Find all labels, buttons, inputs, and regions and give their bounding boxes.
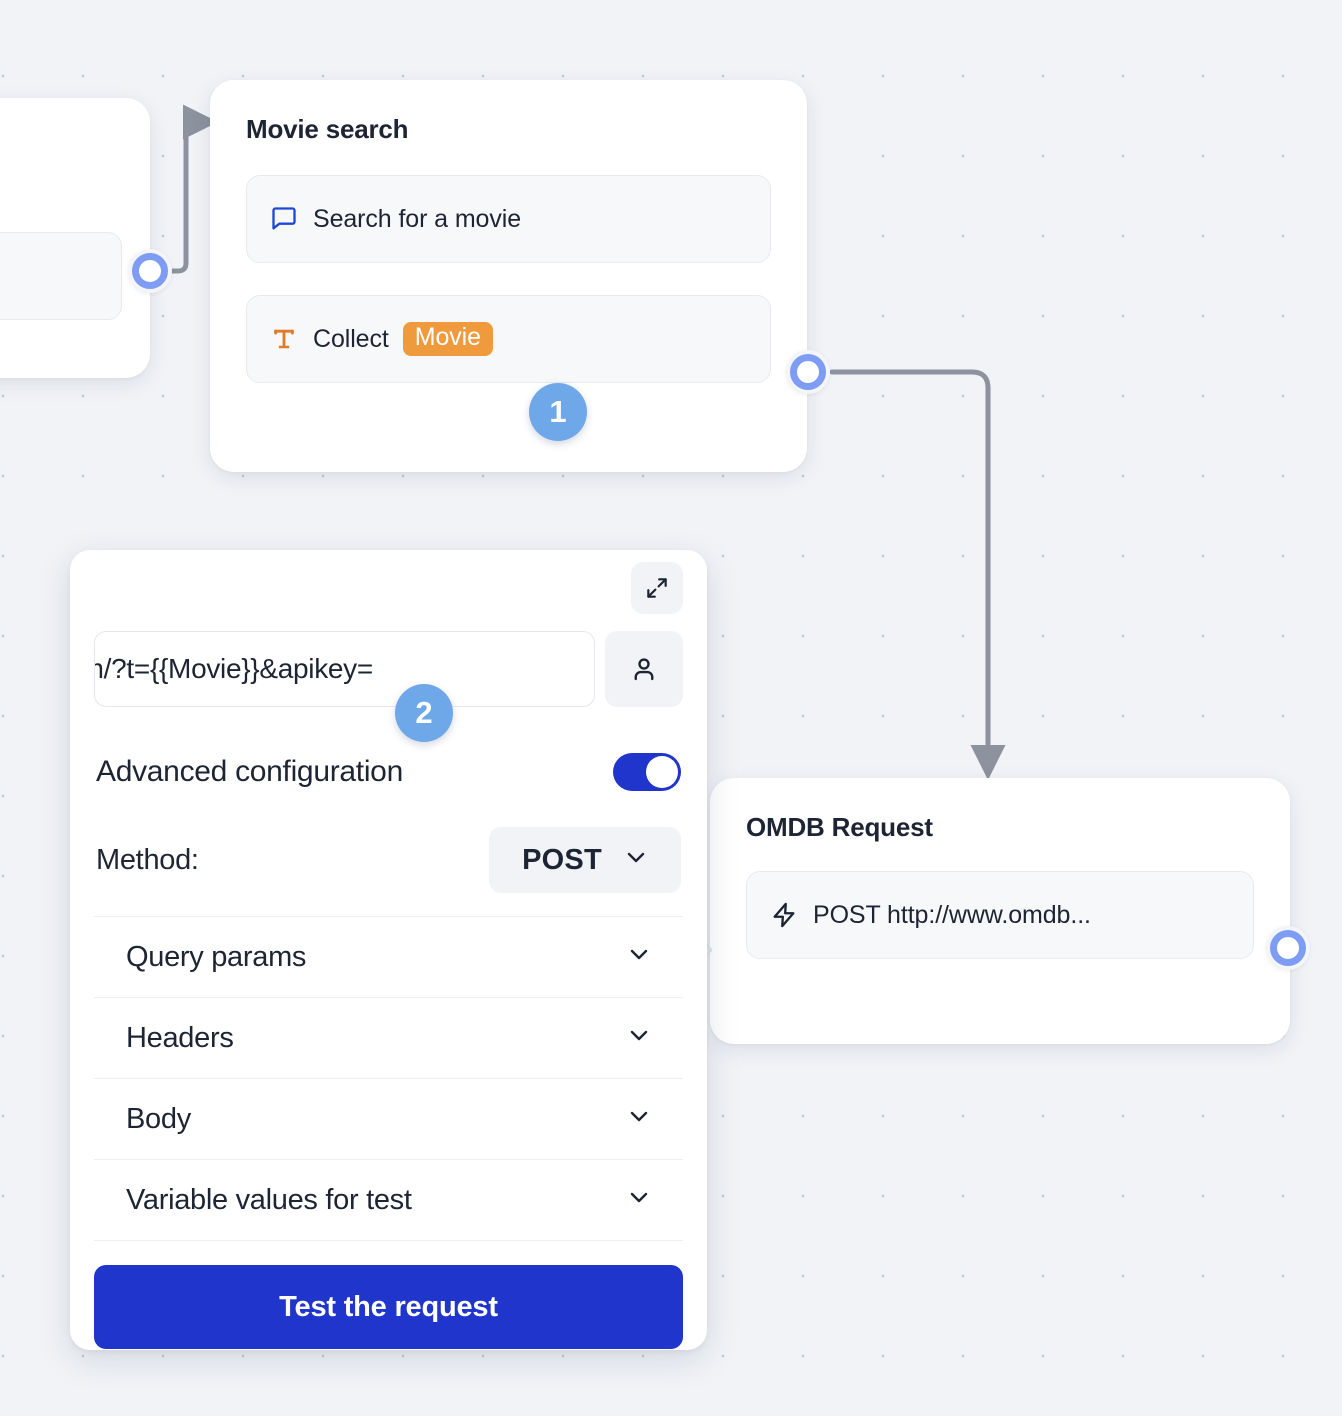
test-the-request-button[interactable]: Test the request — [94, 1265, 683, 1349]
chevron-down-icon — [627, 941, 651, 974]
request-configuration-panel: pi.com/?t={{Movie}}&apikey= Advanced con… — [70, 550, 707, 1350]
node-row-placeholder — [0, 232, 122, 320]
node-title-movie-search: Movie search — [246, 114, 409, 144]
method-select[interactable]: POST — [489, 827, 681, 893]
accordion-query-params[interactable]: Query params — [94, 917, 683, 998]
node-title-omdb-request: OMDB Request — [746, 812, 933, 842]
request-url-input[interactable]: pi.com/?t={{Movie}}&apikey= — [94, 631, 595, 707]
variable-chip-movie[interactable]: Movie — [402, 322, 493, 356]
accordion-body[interactable]: Body — [94, 1079, 683, 1160]
lightning-bolt-icon — [769, 901, 799, 929]
accordion-label: Query params — [126, 940, 307, 973]
accordion-headers[interactable]: Headers — [94, 998, 683, 1079]
panel-toolbar — [94, 550, 683, 614]
node-row-post-request[interactable]: POST http://www.omdb... — [746, 871, 1254, 959]
connector-port-movie-search-output[interactable] — [786, 350, 830, 394]
chevron-down-icon — [627, 1184, 651, 1217]
node-card-omdb-request[interactable]: OMDB Request POST http://www.omdb... — [710, 778, 1290, 1044]
step-badge-1: 1 — [529, 383, 587, 441]
node-row-label: Collect — [313, 324, 389, 353]
accordion-label: Body — [126, 1102, 191, 1135]
method-selected-value: POST — [522, 843, 602, 876]
edge-movie-search-to-omdb — [829, 369, 1006, 780]
request-url-row: pi.com/?t={{Movie}}&apikey= — [94, 631, 683, 707]
node-row-search-for-a-movie[interactable]: Search for a movie — [246, 175, 771, 263]
text-field-icon — [269, 326, 299, 352]
node-card-partial[interactable] — [0, 98, 150, 378]
accordion-label: Variable values for test — [126, 1183, 412, 1216]
chevron-down-icon — [627, 1103, 651, 1136]
connector-port-partial-card-output[interactable] — [128, 249, 172, 293]
method-row: Method: POST — [94, 827, 683, 917]
expand-arrows-icon[interactable] — [631, 562, 683, 614]
advanced-configuration-row: Advanced configuration — [94, 753, 683, 791]
method-label: Method: — [96, 843, 199, 876]
connector-port-omdb-request-output[interactable] — [1266, 926, 1310, 970]
node-card-movie-search[interactable]: Movie search Search for a movie Collect … — [210, 80, 807, 472]
chevron-down-icon — [624, 844, 648, 877]
advanced-configuration-toggle[interactable] — [613, 753, 681, 791]
edge-partial-to-movie-search — [169, 104, 218, 274]
message-bubble-icon — [269, 205, 299, 233]
advanced-configuration-label: Advanced configuration — [96, 755, 403, 788]
node-row-collect-movie[interactable]: Collect Movie — [246, 295, 771, 383]
request-url-value: pi.com/?t={{Movie}}&apikey= — [95, 653, 373, 684]
node-row-label: Search for a movie — [313, 204, 522, 233]
person-icon[interactable] — [605, 631, 683, 707]
node-row-label: POST http://www.omdb... — [813, 900, 1091, 929]
accordion-variable-values-for-test[interactable]: Variable values for test — [94, 1160, 683, 1241]
accordion-label: Headers — [126, 1021, 234, 1054]
step-badge-2: 2 — [395, 684, 453, 742]
chevron-down-icon — [627, 1022, 651, 1055]
